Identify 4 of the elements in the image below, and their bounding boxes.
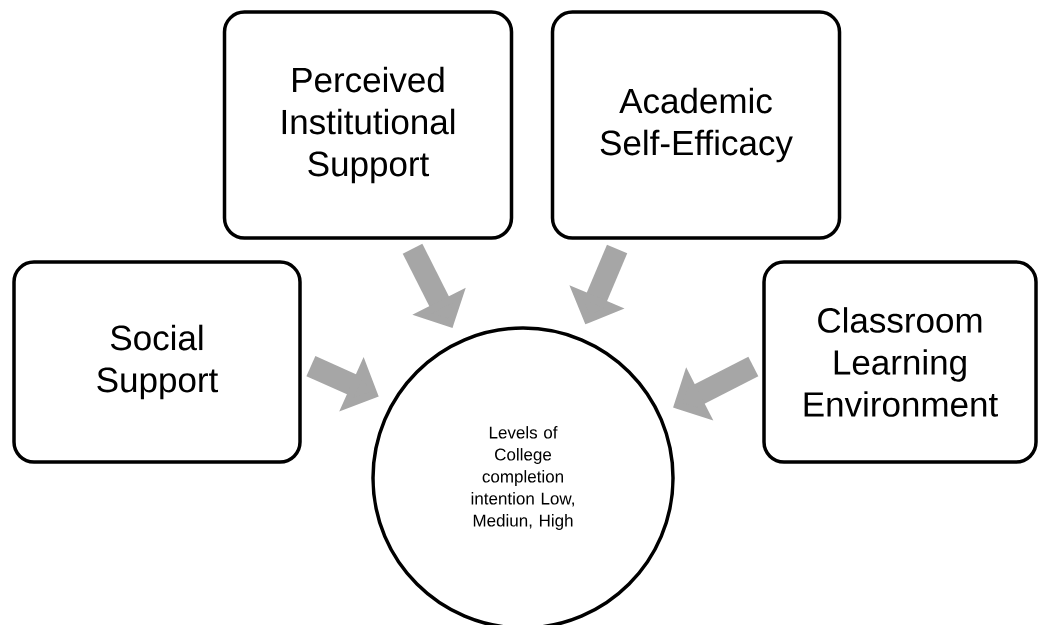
factor-box: Classroom Learning Environment bbox=[762, 260, 1038, 464]
factor-box: Social Support bbox=[12, 260, 302, 464]
factor-box: Perceived Institutional Support bbox=[222, 10, 514, 240]
factor-box: Academic Self-Efficacy bbox=[550, 10, 842, 240]
